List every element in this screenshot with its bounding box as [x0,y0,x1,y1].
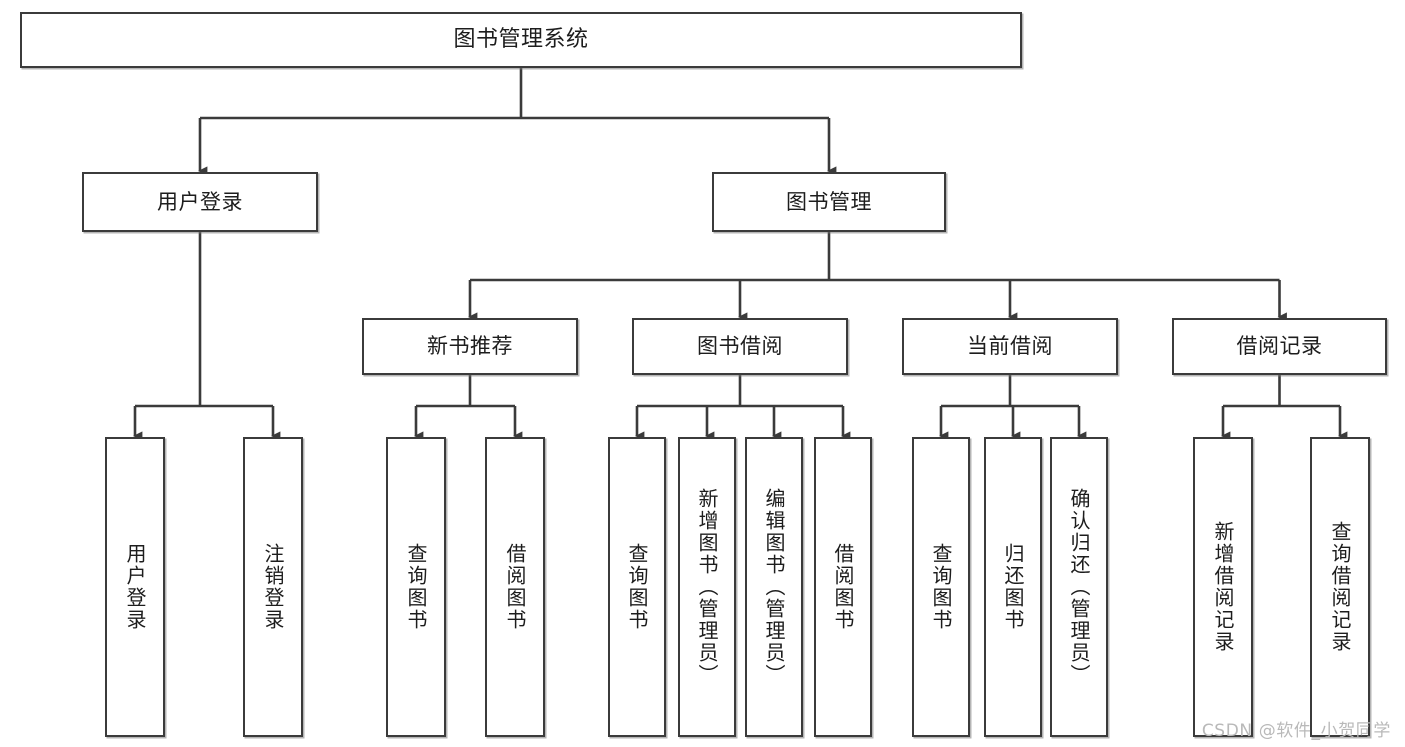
node-label: 当前借阅 [967,334,1053,359]
node-leaf11[interactable]: 确认归还（管理员） [1050,437,1108,737]
node-bookmgr[interactable]: 图书管理 [712,172,946,232]
node-label: 用户登录 [157,189,243,214]
node-leaf10[interactable]: 归还图书 [984,437,1042,737]
node-label: 查询图书 [404,543,428,631]
node-label: 注销登录 [261,543,285,631]
node-root[interactable]: 图书管理系统 [20,12,1022,68]
node-leaf2[interactable]: 注销登录 [243,437,303,737]
node-leaf5[interactable]: 查询图书 [608,437,666,737]
node-label: 借阅记录 [1236,334,1323,359]
node-newbook[interactable]: 新书推荐 [362,318,578,375]
node-label: 图书借阅 [697,334,783,359]
node-label: 查询图书 [625,543,649,631]
node-leaf9[interactable]: 查询图书 [912,437,970,737]
node-leaf7[interactable]: 编辑图书（管理员） [745,437,803,737]
node-label: 查询借阅记录 [1328,521,1352,653]
node-label: 查询图书 [929,543,953,631]
node-records[interactable]: 借阅记录 [1172,318,1387,375]
node-label: 新增图书（管理员） [695,488,719,686]
node-leaf13[interactable]: 查询借阅记录 [1310,437,1370,737]
node-label: 图书管理系统 [453,27,589,53]
node-label: 编辑图书（管理员） [762,488,786,686]
node-label: 新增借阅记录 [1211,521,1235,653]
node-leaf4[interactable]: 借阅图书 [485,437,545,737]
node-leaf8[interactable]: 借阅图书 [814,437,872,737]
node-label: 图书管理 [786,189,872,214]
node-leaf1[interactable]: 用户登录 [105,437,165,737]
node-label: 归还图书 [1001,543,1025,631]
node-current[interactable]: 当前借阅 [902,318,1118,375]
node-leaf6[interactable]: 新增图书（管理员） [678,437,736,737]
node-login[interactable]: 用户登录 [82,172,318,232]
node-label: 确认归还（管理员） [1067,488,1091,686]
node-label: 用户登录 [123,543,147,631]
node-label: 借阅图书 [831,543,855,631]
watermark-text: CSDN @软件_小贺同学 [1201,721,1391,741]
connector-lines [133,68,1348,441]
node-leaf12[interactable]: 新增借阅记录 [1193,437,1253,737]
node-leaf3[interactable]: 查询图书 [386,437,446,737]
node-label: 借阅图书 [503,543,527,631]
node-label: 新书推荐 [427,334,513,359]
node-borrow[interactable]: 图书借阅 [632,318,848,375]
